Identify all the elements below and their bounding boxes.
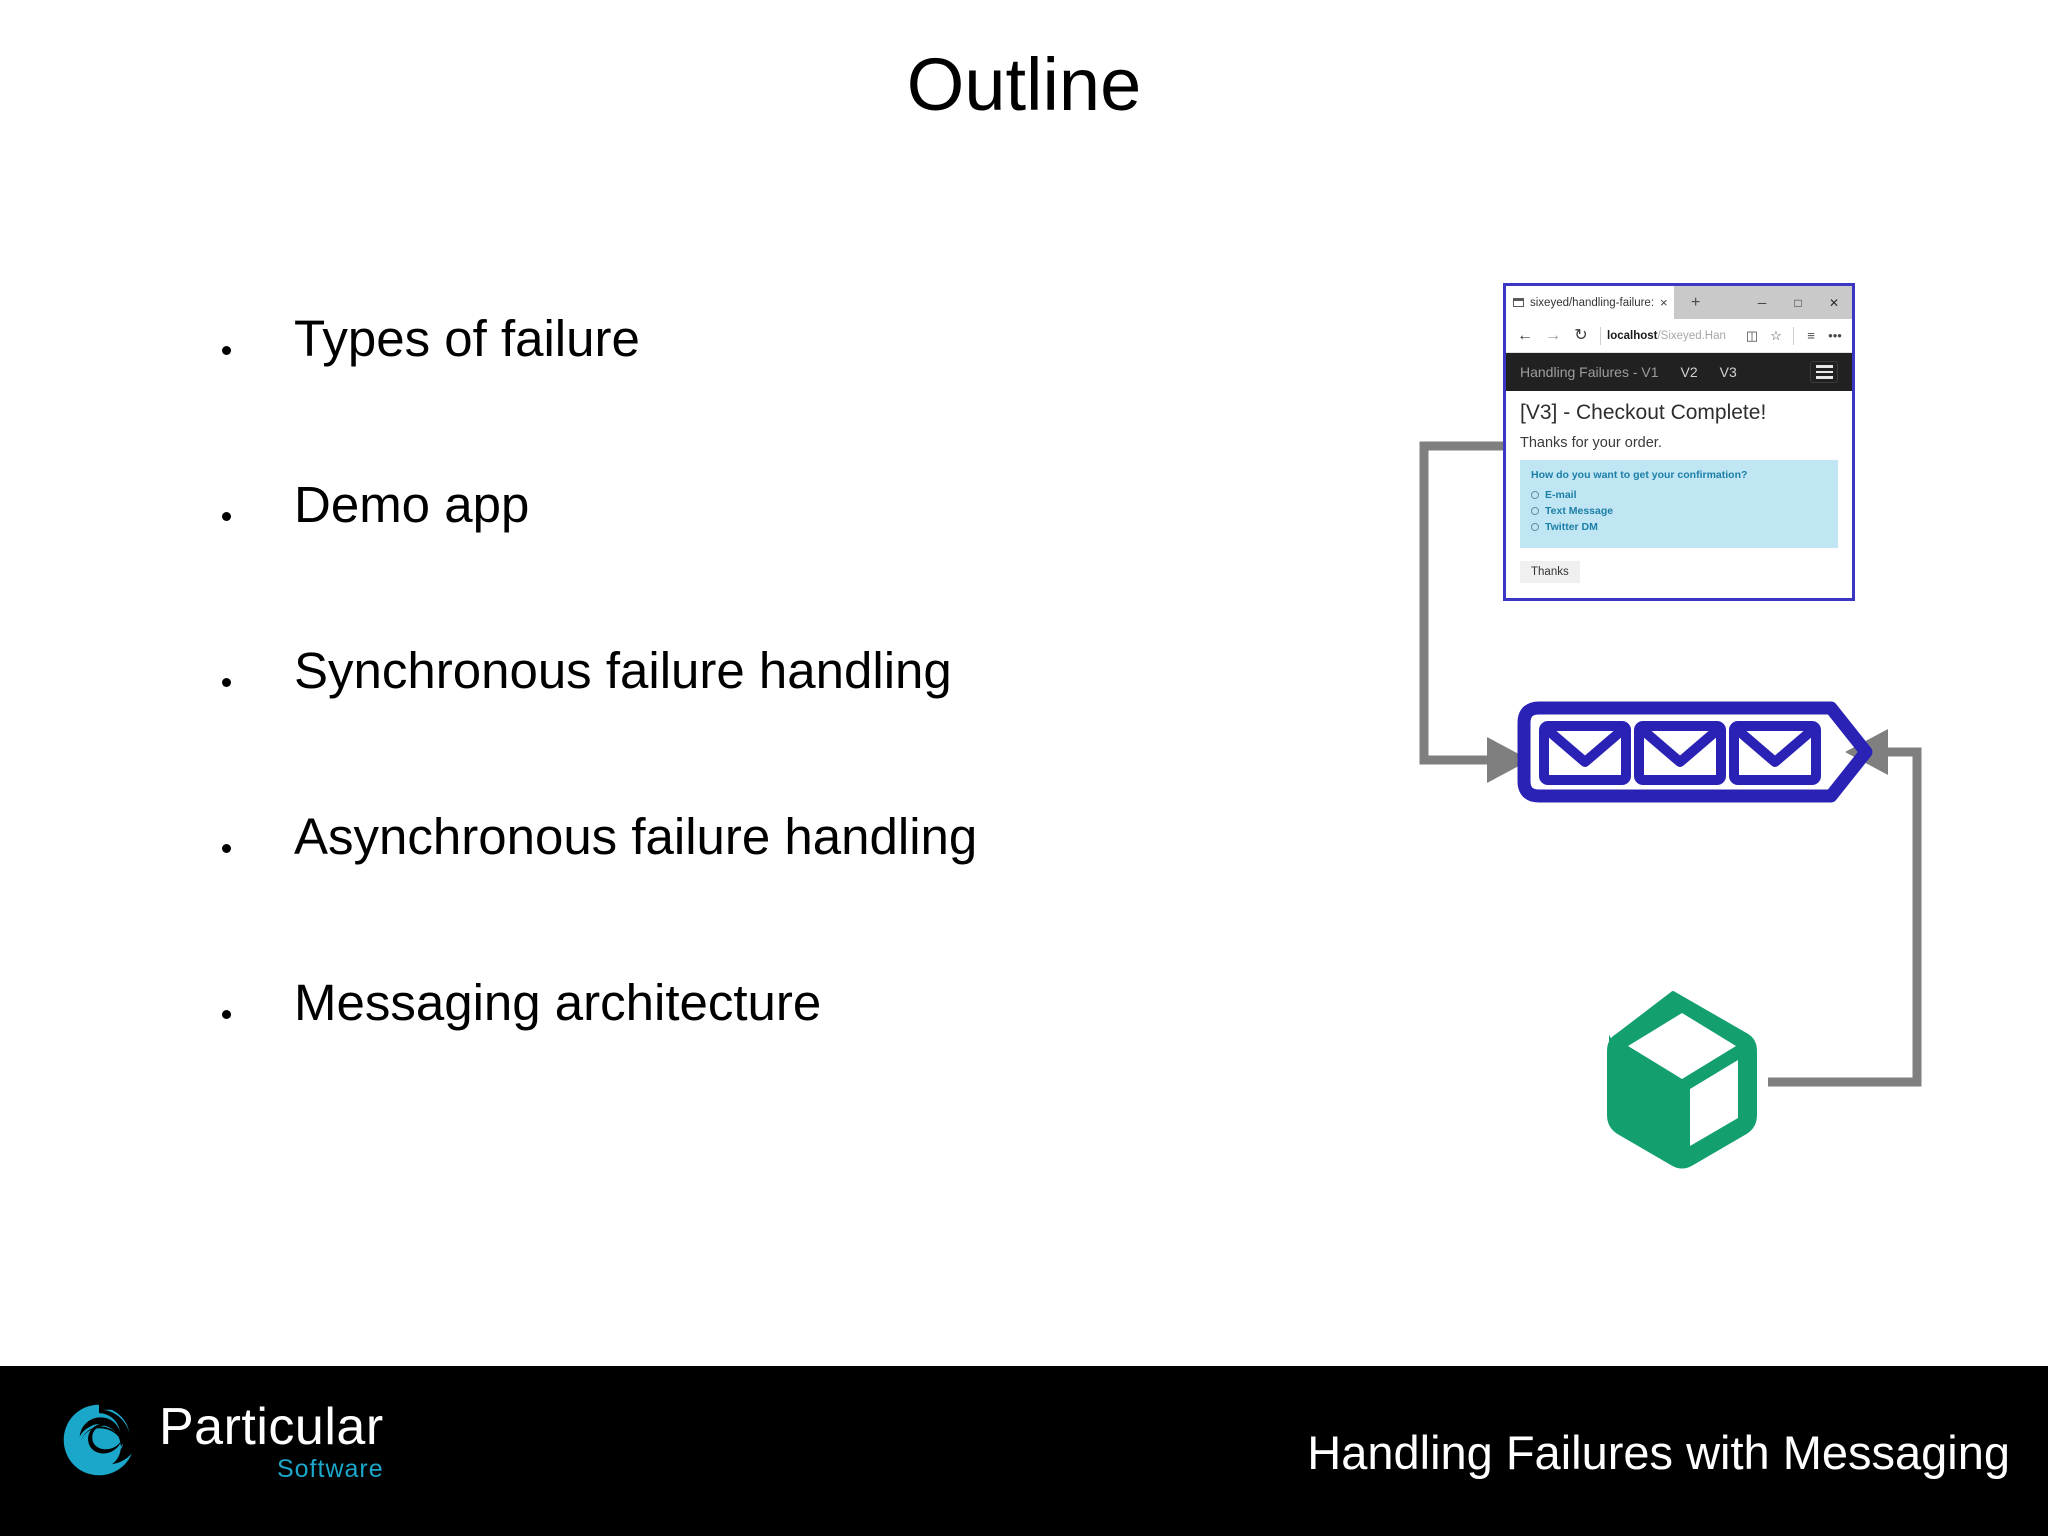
thanks-button[interactable]: Thanks <box>1520 561 1580 583</box>
page-content: [V3] - Checkout Complete! Thanks for you… <box>1506 391 1852 583</box>
back-icon[interactable]: ← <box>1517 326 1533 344</box>
particular-swirl-logo <box>63 1404 132 1476</box>
confirmation-question: How do you want to get your confirmation… <box>1531 469 1748 481</box>
minimize-icon[interactable]: ─ <box>1757 295 1767 310</box>
bullet-dot-icon <box>222 512 231 521</box>
browser-address-bar: ← → ↻ localhost/Sixeyed.Han ◫ ☆ ≡ ••• <box>1506 319 1852 353</box>
hamburger-icon[interactable] <box>1810 361 1838 383</box>
browser-tab-bar: sixeyed/handling-failure: × + ─ □ ✕ <box>1506 286 1852 319</box>
radio-icon[interactable] <box>1531 491 1539 499</box>
brand-name: Particular <box>159 1397 384 1456</box>
list-item: Synchronous failure handling <box>222 642 1322 808</box>
browser-window-screenshot: sixeyed/handling-failure: × + ─ □ ✕ ← → … <box>1503 283 1855 601</box>
arrow-service-to-queue <box>1768 729 1922 1087</box>
checkout-heading: [V3] - Checkout Complete! <box>1520 401 1767 424</box>
list-item: Messaging architecture <box>222 974 1322 1140</box>
envelope-icon <box>1634 721 1726 785</box>
bullet-label: Synchronous failure handling <box>294 642 952 699</box>
brand-logo: Particular Software <box>57 1398 384 1482</box>
hub-icon[interactable]: ≡ <box>1807 328 1815 343</box>
radio-option-twitter-dm[interactable]: Twitter DM <box>1531 521 1827 533</box>
list-item: Types of failure <box>222 310 1322 476</box>
confirmation-panel: How do you want to get your confirmation… <box>1520 460 1838 548</box>
bullet-label: Messaging architecture <box>294 974 822 1031</box>
envelope-icon <box>1729 721 1821 785</box>
envelope-icon <box>1539 721 1631 785</box>
bullet-dot-icon <box>222 844 231 853</box>
address-input[interactable]: localhost/Sixeyed.Han <box>1607 330 1739 342</box>
browser-tab-title: sixeyed/handling-failure: <box>1530 296 1655 309</box>
slide-footer <box>0 1366 2048 1536</box>
window-controls: ─ □ ✕ <box>1744 286 1852 319</box>
star-icon[interactable]: ☆ <box>1770 328 1782 343</box>
site-nav-link-v2[interactable]: V2 <box>1680 364 1698 380</box>
list-item: Demo app <box>222 476 1322 642</box>
forward-icon[interactable]: → <box>1545 326 1561 344</box>
site-brand[interactable]: Handling Failures - V1 <box>1520 364 1659 380</box>
bullet-label: Types of failure <box>294 310 640 367</box>
radio-label: Text Message <box>1545 505 1614 517</box>
close-icon[interactable]: × <box>1660 295 1668 310</box>
divider <box>1793 326 1794 345</box>
deck-title: Handling Failures with Messaging <box>1307 1426 2010 1479</box>
address-host: localhost <box>1607 329 1658 342</box>
close-window-icon[interactable]: ✕ <box>1828 295 1840 310</box>
bullet-dot-icon <box>222 346 231 355</box>
bullet-dot-icon <box>222 1010 231 1019</box>
site-navbar: Handling Failures - V1 V2 V3 <box>1506 353 1852 391</box>
reading-view-icon[interactable]: ◫ <box>1745 328 1759 343</box>
service-cube-icon <box>1607 991 1757 1169</box>
refresh-icon[interactable]: ↻ <box>1574 326 1588 344</box>
maximize-icon[interactable]: □ <box>1794 295 1802 310</box>
brand-wordmark: Particular Software <box>159 1399 384 1482</box>
list-item: Asynchronous failure handling <box>222 808 1322 974</box>
page-title: Outline <box>906 43 1142 126</box>
message-queue-icon <box>1517 701 1873 803</box>
more-icon[interactable]: ••• <box>1828 328 1842 343</box>
radio-label: Twitter DM <box>1545 521 1598 533</box>
bullet-label: Demo app <box>294 476 530 533</box>
address-path: /Sixeyed.Han <box>1657 329 1726 342</box>
site-nav-link-v3[interactable]: V3 <box>1719 364 1737 380</box>
radio-label: E-mail <box>1545 489 1577 501</box>
browser-tab[interactable]: sixeyed/handling-failure: × <box>1506 286 1674 319</box>
radio-option-email[interactable]: E-mail <box>1531 489 1827 501</box>
radio-icon[interactable] <box>1531 523 1539 531</box>
outline-bullet-list: Types of failure Demo app Synchronous fa… <box>222 310 1322 1140</box>
new-tab-button[interactable]: + <box>1690 293 1701 311</box>
radio-option-text-message[interactable]: Text Message <box>1531 505 1827 517</box>
checkout-paragraph: Thanks for your order. <box>1520 435 1662 451</box>
radio-icon[interactable] <box>1531 507 1539 515</box>
bullet-label: Asynchronous failure handling <box>294 808 978 865</box>
page-icon <box>1513 298 1524 307</box>
brand-subtitle: Software <box>276 1454 384 1483</box>
divider <box>1600 326 1601 345</box>
bullet-dot-icon <box>222 678 231 687</box>
